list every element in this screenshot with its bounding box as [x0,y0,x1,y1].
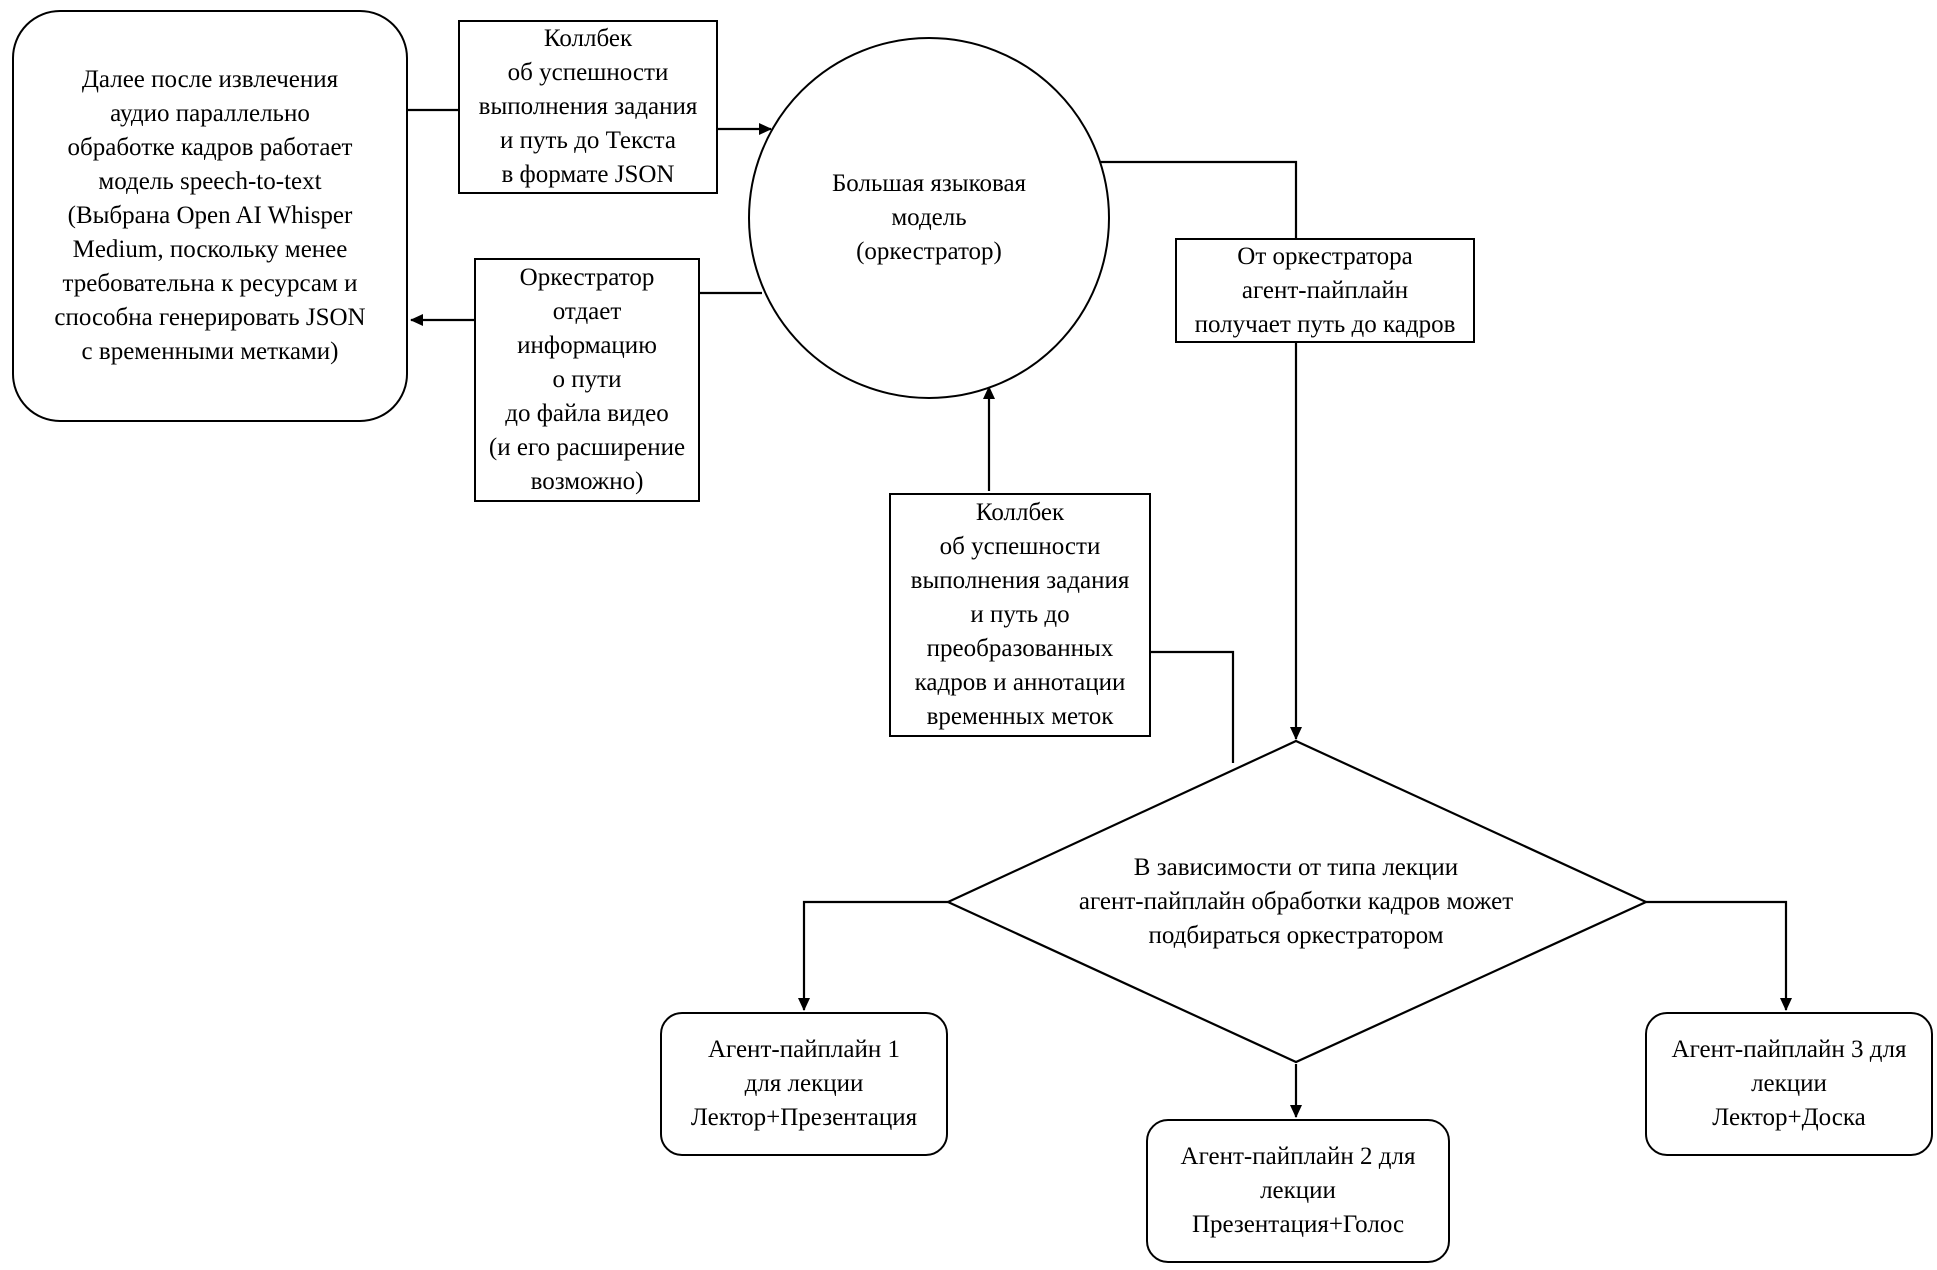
stt-line-3: обработке кадров работает [67,134,353,161]
arrow-diamond-to-pipeline-1 [798,900,948,1011]
pipeline-3-box: Агент-пайплайн 3 для лекции Лектор+Доска [1645,1012,1933,1156]
callback-text-line-2: об успешности [507,59,669,86]
stt-model-box: Далее после извлечения аудио параллельно… [12,10,408,422]
callback-frames-line-4: и путь до [970,601,1070,628]
callback-frames-line-6: кадров и аннотации [914,669,1126,696]
frames-path-line-3: получает путь до кадров [1194,310,1456,338]
callback-text-line-3: выполнения задания [478,93,698,120]
orchestrator-video-box: Оркестратор отдает информацию о пути до … [474,258,700,502]
orchestrator-line-1: Оркестратор [519,264,655,291]
connector-llm-to-frames-path [1100,160,1298,238]
pipeline-2-box: Агент-пайплайн 2 для лекции Презентация+… [1146,1119,1450,1263]
callback-frames-line-3: выполнения задания [910,567,1130,594]
stt-line-9: с временными метками) [81,338,339,365]
pipeline-1-line-3: Лектор+Презентация [690,1104,918,1131]
llm-line-1: Большая языковая [831,170,1027,197]
pipeline-3-line-1: Агент-пайплайн 3 для [1671,1036,1907,1063]
pipeline-2-line-3: Презентация+Голос [1191,1211,1405,1238]
stt-line-8: способна генерировать JSON [54,304,366,331]
pipeline-2-line-2: лекции [1260,1177,1336,1204]
llm-orchestrator-circle: Большая языковая модель (оркестратор) [748,37,1110,399]
pipeline-1-line-1: Агент-пайплайн 1 [707,1036,901,1063]
stt-line-4: модель speech-to-text [98,168,322,195]
stt-line-7: требовательна к ресурсам и [62,270,358,297]
callback-frames-line-5: преобразованных [926,635,1114,662]
stt-line-1: Далее после извлечения [81,66,339,93]
orchestrator-line-5: до файла видео [505,400,669,427]
pipeline-1-box: Агент-пайплайн 1 для лекции Лектор+Презе… [660,1012,948,1156]
callback-frames-line-1: Коллбек [975,499,1065,526]
decision-line-2: агент-пайплайн обработки кадров может [1078,888,1514,915]
pipeline-1-line-2: для лекции [744,1070,864,1097]
pipeline-2-line-1: Агент-пайплайн 2 для [1180,1143,1416,1170]
llm-line-2: модель [891,204,967,231]
orchestrator-line-6: (и его расширение [488,434,686,461]
decision-diamond-text: В зависимости от типа лекции агент-пайпл… [1010,848,1582,956]
callback-text-line-1: Коллбек [543,25,633,52]
frames-path-line-1: От оркестратора [1237,242,1413,270]
orchestrator-line-4: о пути [552,366,622,393]
pipeline-3-line-2: лекции [1751,1070,1827,1097]
stt-line-6: Medium, поскольку менее [72,236,348,263]
stt-line-2: аудио параллельно [110,100,310,127]
callback-text-line-4: и путь до Текста [500,127,676,154]
callback-frames-box: Коллбек об успешности выполнения задания… [889,493,1151,737]
orchestrator-line-3: информацию [517,332,657,359]
decision-line-3: подбираться оркестратором [1148,922,1444,949]
connector-diamond-to-callback-frames [1151,650,1235,763]
callback-frames-line-7: временных меток [926,703,1114,730]
decision-line-1: В зависимости от типа лекции [1133,854,1459,881]
llm-line-3: (оркестратор) [856,238,1002,265]
orchestrator-line-7: возможно) [530,468,644,495]
frames-path-line-2: агент-пайплайн [1241,276,1409,304]
callback-text-box: Коллбек об успешности выполнения задания… [458,20,718,194]
orchestrator-line-2: отдает [552,298,622,325]
callback-text-line-5: в формате JSON [501,161,675,188]
frames-path-box: От оркестратора агент-пайплайн получает … [1175,238,1475,343]
arrow-diamond-to-pipeline-3 [1646,900,1792,1011]
callback-frames-line-2: об успешности [939,533,1101,560]
pipeline-3-line-3: Лектор+Доска [1712,1104,1866,1131]
stt-line-5: (Выбрана Open AI Whisper [67,202,353,229]
decision-diamond-shape [945,739,1649,1064]
